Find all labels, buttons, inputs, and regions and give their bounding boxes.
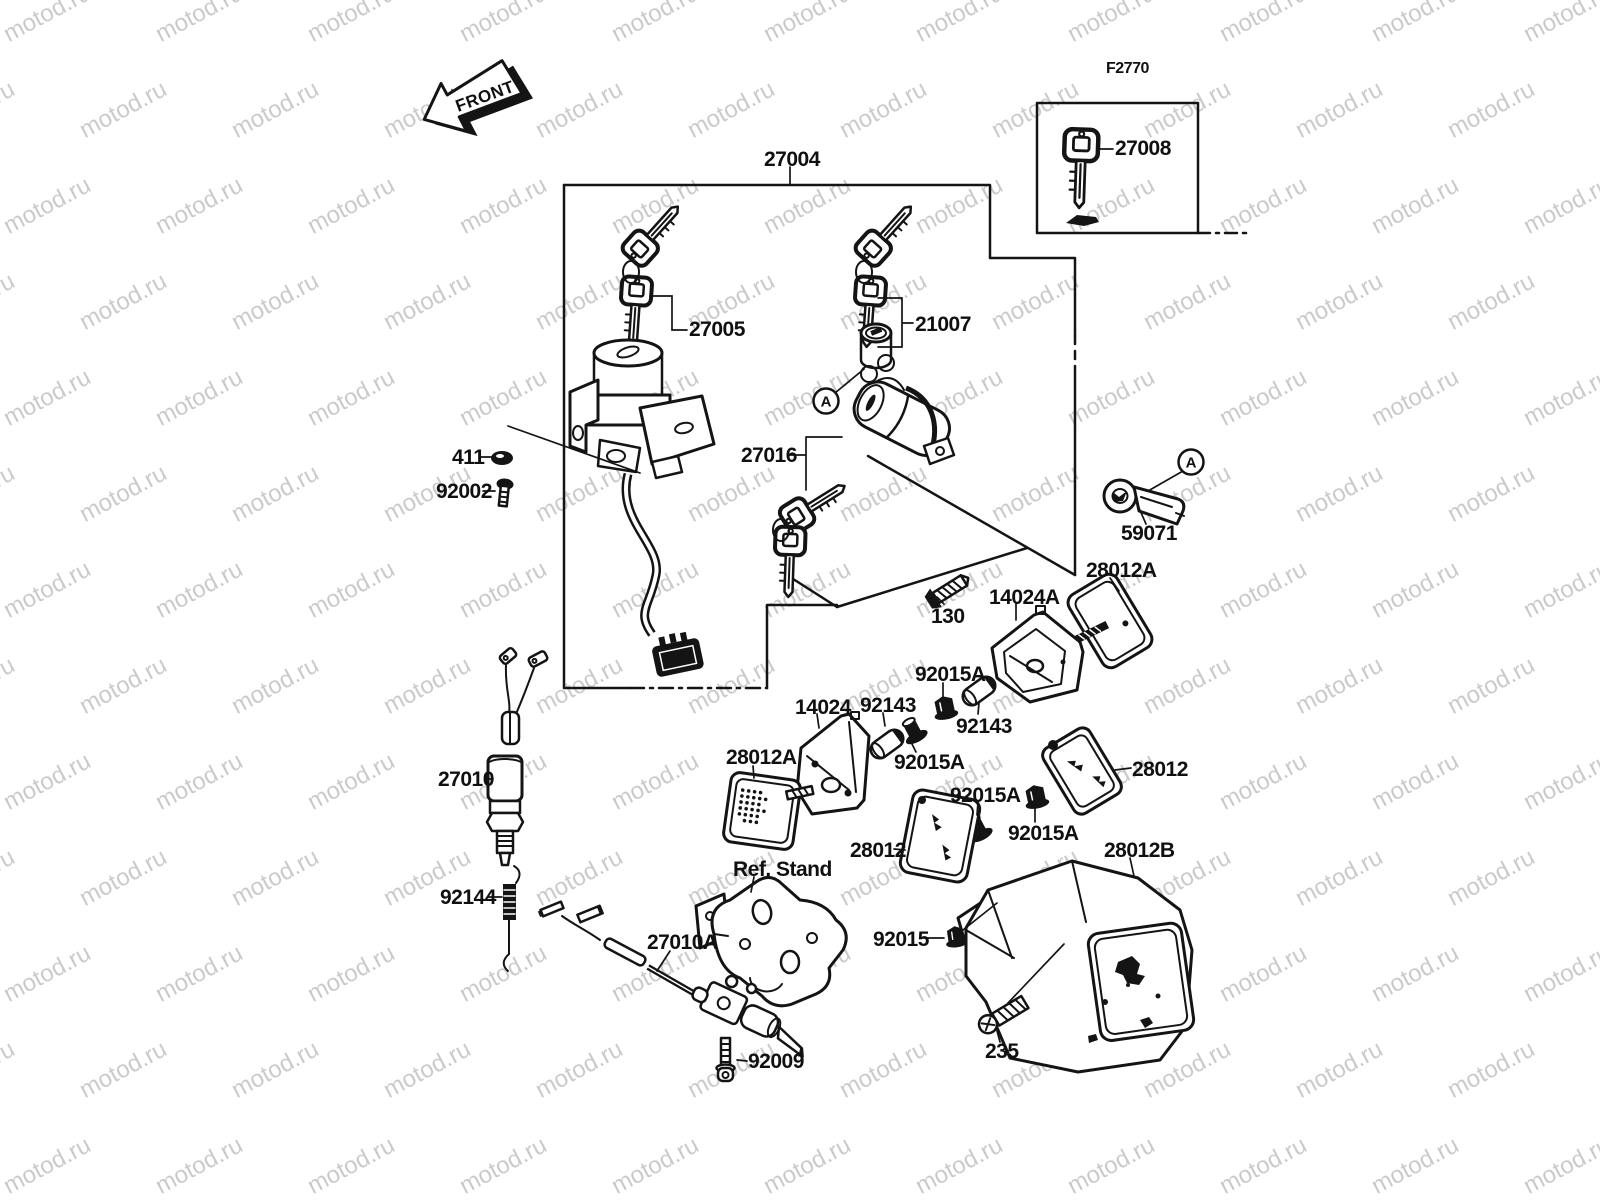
part-label-92015: 92015 [873, 928, 929, 951]
part-label-14024a: 14024A [989, 586, 1060, 609]
part-label-27005: 27005 [689, 318, 745, 341]
part-label-92002: 92002 [436, 480, 492, 503]
part-label-92015a: 92015A [1008, 822, 1079, 845]
part-label-411: 411 [452, 446, 485, 469]
helmet-lock-drawing [852, 354, 956, 466]
ignition-switch-drawing [568, 338, 716, 677]
part-label-f2770: F2770 [1106, 60, 1149, 77]
detail-marker-letter: A [1186, 455, 1197, 472]
lever-59071-drawing [1102, 478, 1186, 526]
spring-92144-drawing [502, 865, 521, 972]
bolt-235 [977, 994, 1030, 1035]
part-label-28012a: 28012A [1086, 559, 1157, 582]
part-label-59071: 59071 [1121, 522, 1177, 545]
key-spare-27008 [1062, 129, 1099, 226]
part-label-14024: 14024 [795, 696, 851, 719]
detail-marker-letter: A [821, 394, 832, 411]
reflector-28012a-left-drawing [722, 771, 815, 851]
part-label-92143: 92143 [860, 694, 916, 717]
reflector-28012a-right-drawing [1066, 572, 1154, 670]
part-label-130: 130 [931, 605, 965, 628]
washer-411 [491, 451, 513, 465]
part-label-ref-stand: Ref. Stand [733, 858, 832, 881]
stand-switch-27010a-drawing [537, 900, 804, 1058]
bracket-14024a-drawing [990, 605, 1085, 704]
part-label-27016: 27016 [741, 444, 797, 467]
part-label-92009: 92009 [748, 1050, 804, 1073]
part-label-92015a: 92015A [950, 784, 1021, 807]
part-label-28012a: 28012A [726, 746, 797, 769]
detail-marker-circle [1177, 448, 1205, 476]
part-label-27010a: 27010A [647, 931, 718, 954]
leader-lines [479, 148, 1184, 1062]
bolt-92009-drawing [715, 1036, 736, 1083]
stand-bracket-drawing [710, 876, 848, 1008]
reflector-28012-bottom-drawing [898, 788, 982, 884]
part-label-28012b: 28012B [1104, 839, 1175, 862]
group-boxes [562, 101, 1248, 690]
part-label-92143: 92143 [956, 715, 1012, 738]
key-set-tumbler [849, 194, 924, 350]
cover-splatter-marks [1088, 956, 1161, 1043]
part-label-92015a: 92015A [915, 663, 986, 686]
part-label-92015a: 92015A [894, 751, 965, 774]
reflector-28012-right-drawing [1041, 726, 1123, 816]
part-label-235: 235 [985, 1040, 1019, 1063]
detail-markers: AA [812, 387, 1205, 476]
front-arrow: FRONT [422, 59, 534, 137]
tumbler-drawing [859, 322, 893, 370]
key-set-helmet-lock [773, 471, 855, 597]
detail-marker-circle [812, 387, 840, 415]
part-label-27008: 27008 [1115, 137, 1171, 160]
part-label-21007: 21007 [915, 313, 971, 336]
part-label-92144: 92144 [440, 886, 496, 909]
part-label-28012: 28012 [850, 839, 906, 862]
bolt-92002 [496, 478, 514, 508]
bolt-130 [924, 574, 970, 609]
reflector-dot-pattern [737, 788, 768, 825]
part-label-28012: 28012 [1132, 758, 1188, 781]
part-label-27004: 27004 [764, 148, 820, 171]
bracket-14024-drawing [795, 711, 871, 816]
key-set-ignition [615, 194, 691, 350]
part-label-27010: 27010 [438, 768, 494, 791]
